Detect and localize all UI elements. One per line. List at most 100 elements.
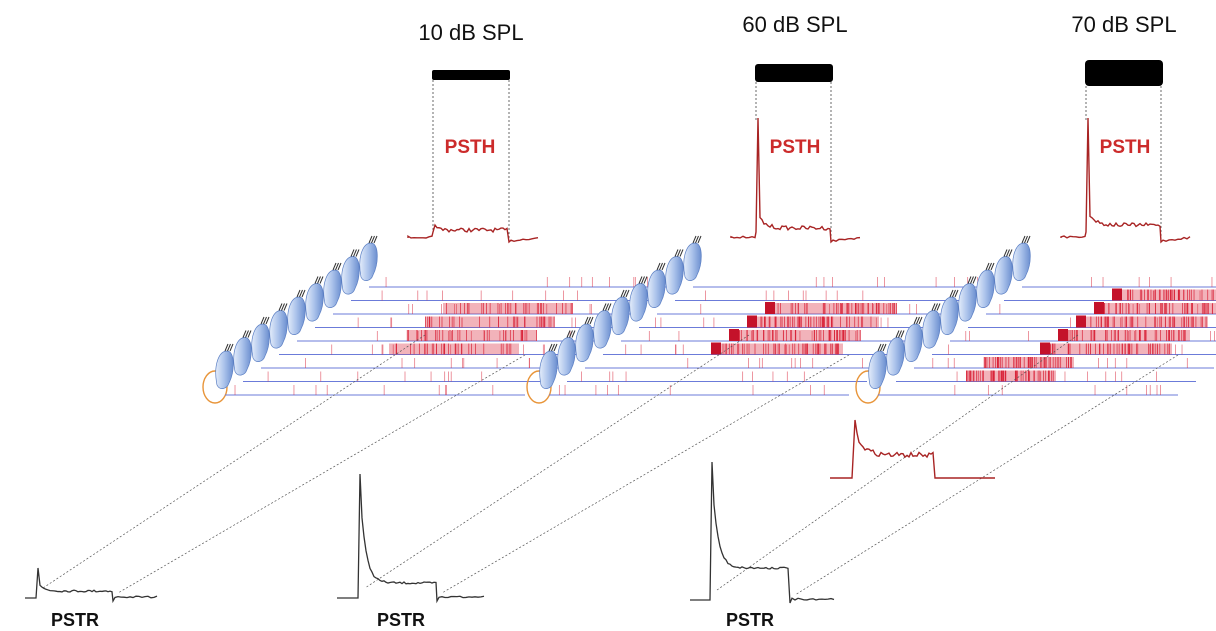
hair-cell: [683, 242, 702, 281]
stimulus-bar: [755, 64, 833, 82]
stereocilia: [571, 330, 576, 338]
onset-burst: [1112, 288, 1122, 301]
stereocilia: [638, 276, 643, 284]
spike-raster: [878, 277, 1216, 396]
stereocilia: [247, 330, 252, 338]
stereocilia: [659, 262, 663, 271]
stereocilia: [607, 303, 612, 311]
stereocilia: [373, 235, 378, 244]
stereocilia: [242, 330, 247, 338]
onset-burst: [1076, 315, 1086, 328]
pstr-trace: [337, 473, 485, 604]
projection-lines: [716, 334, 1179, 596]
level-title: 70 dB SPL: [1071, 12, 1176, 37]
onset-burst: [1094, 302, 1104, 314]
stereocilia: [620, 289, 625, 298]
hair-cell-row: [855, 235, 1031, 404]
stereocilia: [931, 303, 936, 311]
hair-cell: [611, 296, 630, 335]
stereocilia: [229, 343, 234, 352]
stereocilia: [245, 330, 249, 338]
response-band: [767, 303, 897, 314]
stereocilia: [1024, 235, 1028, 244]
stereocilia: [353, 249, 357, 257]
onset-burst: [1040, 342, 1050, 355]
stereocilia: [265, 316, 270, 325]
response-band: [1042, 343, 1172, 355]
stereocilia: [949, 289, 954, 298]
stereocilia: [967, 276, 972, 284]
stereocilia: [551, 343, 555, 352]
stereocilia: [335, 262, 339, 271]
spike-raster: [549, 277, 993, 396]
stereocilia: [972, 276, 977, 284]
hair-cell: [341, 256, 360, 295]
stereocilia: [332, 262, 337, 271]
stereocilia: [990, 262, 995, 271]
onset-burst: [1058, 329, 1068, 341]
stereocilia: [589, 316, 594, 325]
hair-cell-row: [526, 235, 702, 404]
projection-lines: [364, 334, 850, 594]
pstr-label: PSTR: [726, 610, 774, 630]
stereocilia: [296, 289, 301, 298]
stereocilia: [227, 343, 231, 352]
stereocilia: [587, 316, 591, 325]
stereocilia: [317, 276, 321, 284]
stereocilia: [697, 235, 702, 244]
hair-cell: [886, 337, 905, 376]
projection-line: [794, 354, 1179, 596]
stereocilia: [970, 276, 974, 284]
hair-cell: [994, 256, 1013, 295]
stereocilia: [350, 249, 355, 257]
stereocilia: [553, 343, 558, 352]
hair-cell: [269, 310, 288, 349]
stereocilia: [355, 249, 360, 257]
hair-cell: [305, 283, 324, 322]
onset-burst: [711, 342, 721, 355]
hair-cell: [868, 350, 887, 389]
stereocilia: [278, 303, 283, 311]
stereocilia: [337, 262, 342, 271]
stereocilia: [623, 289, 627, 298]
stereocilia: [602, 303, 607, 311]
stereocilia: [677, 249, 681, 257]
response-band: [966, 370, 1056, 382]
stereocilia: [1003, 249, 1008, 257]
projection-line: [441, 354, 850, 594]
hair-cell: [665, 256, 684, 295]
hair-cell: [940, 296, 959, 335]
hair-cell: [287, 296, 306, 335]
stereocilia: [952, 289, 956, 298]
panel-70db: 70 dB SPL PSTH PSTR: [690, 12, 1216, 630]
stereocilia: [625, 289, 630, 298]
stereocilia: [224, 343, 229, 352]
stereocilia: [548, 343, 553, 352]
panel-60db: 60 dB SPL PSTH PSTR: [337, 12, 993, 630]
response-band: [1114, 289, 1216, 301]
response-band: [1096, 303, 1216, 314]
stereocilia: [679, 249, 684, 257]
stereocilia: [954, 289, 959, 298]
hair-cell: [593, 310, 612, 349]
stereocilia: [877, 343, 882, 352]
stereocilia: [1008, 249, 1013, 257]
pstr-trace: [25, 567, 158, 604]
psth-trace: [407, 223, 539, 244]
stereocilia: [314, 276, 319, 284]
onset-burst: [765, 302, 775, 314]
projection-line: [716, 334, 1079, 591]
level-title: 10 dB SPL: [418, 20, 523, 45]
stereocilia: [916, 316, 920, 325]
hair-cell: [557, 337, 576, 376]
hair-cell: [976, 269, 995, 308]
spike-raster: [225, 277, 669, 396]
hair-cell: [1012, 242, 1031, 281]
onset-burst: [747, 315, 757, 328]
psth-trace: [1060, 117, 1191, 244]
stereocilia: [584, 316, 589, 325]
hair-cell-row: [202, 235, 378, 404]
hair-cell: [233, 337, 252, 376]
stereocilia: [900, 330, 905, 338]
